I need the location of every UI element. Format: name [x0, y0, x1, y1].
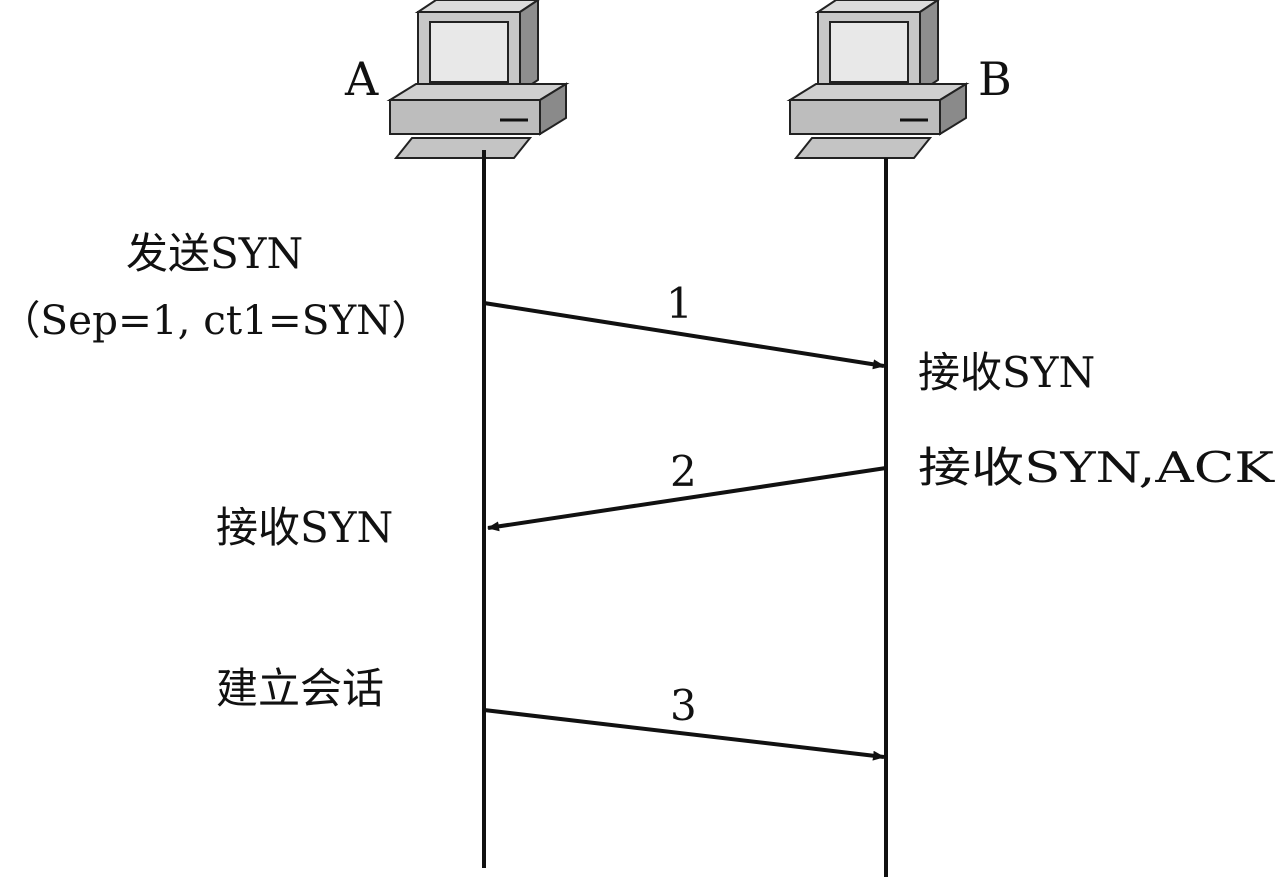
step-3-number: 3 [670, 681, 697, 730]
message-2-arrow [487, 466, 887, 532]
host-b-label: B [978, 52, 1012, 106]
step-2-number: 2 [670, 447, 697, 496]
note-a-receive-syn: 接收SYN [216, 503, 393, 552]
message-1-arrow [483, 301, 885, 370]
note-b-receive-syn-ack: 接收SYN,ACK [918, 443, 1276, 492]
note-a-send-line2: （Sep=1, ct1=SYN） [0, 298, 432, 344]
computer-b-icon [786, 0, 970, 159]
host-a-label: A [344, 52, 379, 106]
note-a-send-line1: 发送SYN [126, 229, 303, 278]
note-b-receive-syn: 接收SYN [918, 348, 1095, 397]
step-1-number: 1 [666, 279, 693, 328]
message-3-arrow [483, 708, 885, 761]
note-a-establish: 建立会话 [216, 664, 384, 713]
computer-a-icon [386, 0, 570, 159]
